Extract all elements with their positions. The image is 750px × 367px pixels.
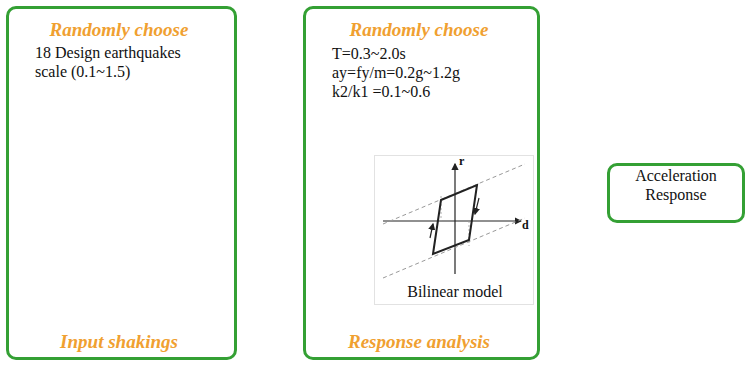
box-text: Acceleration Response (610, 166, 742, 204)
box-heading: Input shakings (9, 331, 229, 353)
box-heading: Randomly choose (306, 19, 532, 41)
box-text: T=0.3~2.0s (332, 44, 406, 63)
process-box: Acceleration Response (607, 163, 745, 223)
chart-panel: Bilinear model r d (374, 155, 534, 305)
axis-label: r (459, 154, 464, 169)
hysteresis-chart (375, 156, 535, 281)
box-text: k2/k1 =0.1~0.6 (332, 82, 430, 101)
process-box: Randomly choose18 Design earthquakes sca… (6, 6, 237, 360)
box-text: 18 Design earthquakes scale (0.1~1.5) (35, 43, 215, 81)
axis-label: d (522, 218, 529, 233)
box-heading: Response analysis (306, 331, 532, 353)
process-box: Bilinear model r d Randomly chooseT=0.3~2.0… (303, 6, 540, 360)
box-heading: Randomly choose (9, 19, 229, 41)
box-text: Bilinear model (375, 282, 535, 301)
box-text: ay=fy/m=0.2g~1.2g (332, 63, 460, 82)
